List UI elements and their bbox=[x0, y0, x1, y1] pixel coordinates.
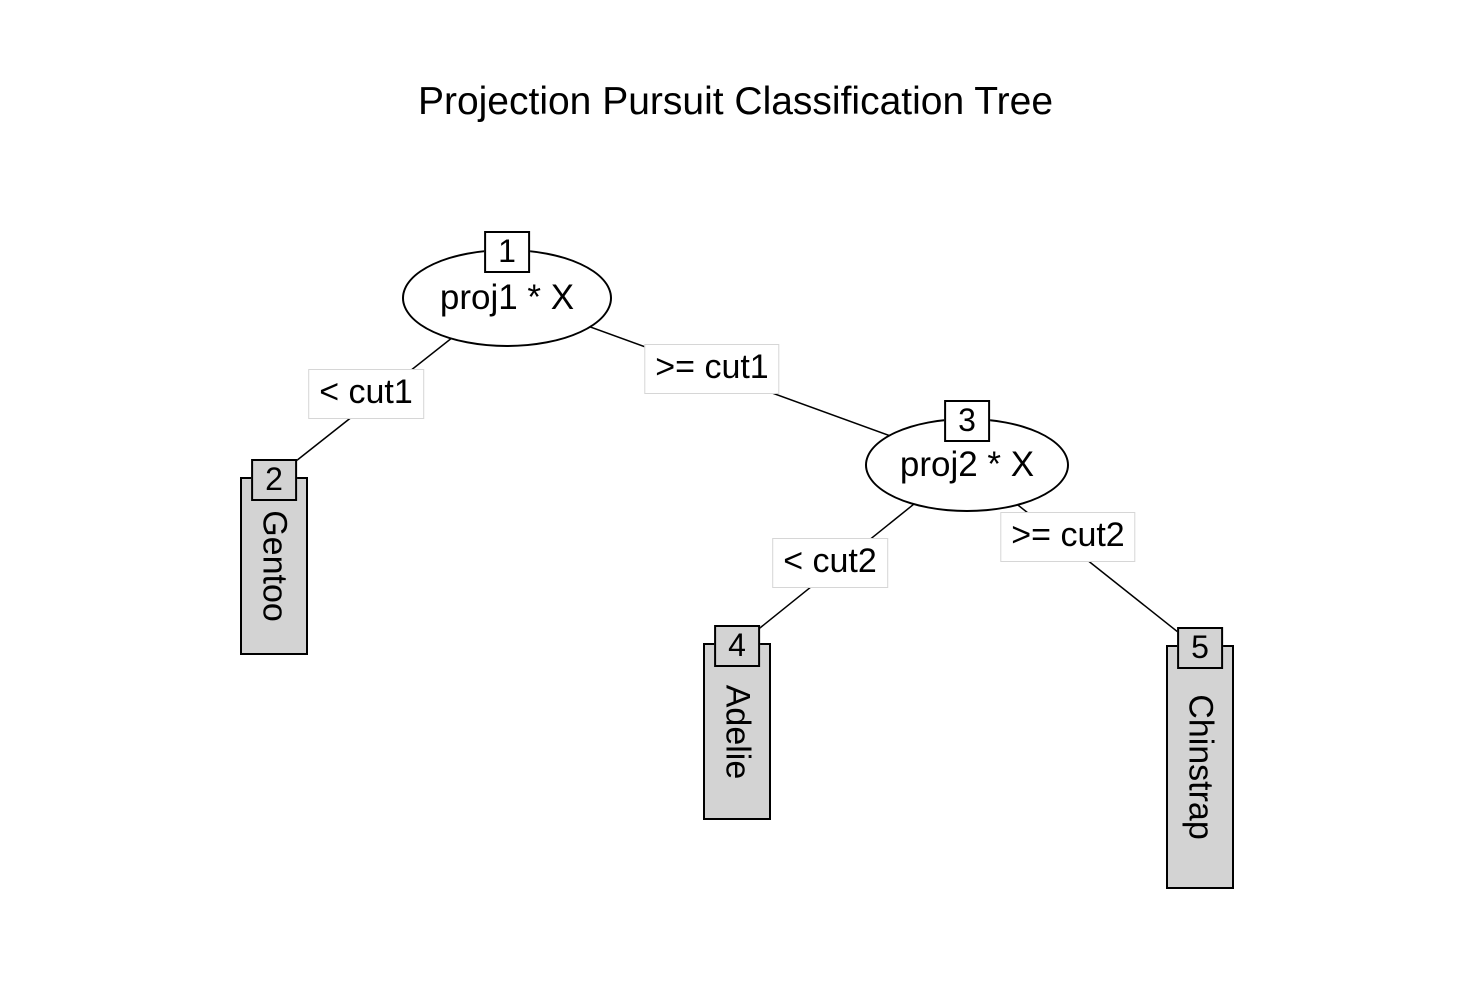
decision-node-3: 3 proj2 * X bbox=[865, 400, 1069, 512]
node-1-label: proj1 * X bbox=[439, 278, 575, 317]
edge-label-ge-cut2: >= cut2 bbox=[1000, 512, 1136, 562]
leaf-node-5: 5 Chinstrap bbox=[1166, 627, 1234, 889]
leaf-5-id-badge: 5 bbox=[1177, 627, 1223, 669]
leaf-4-label: Adelie bbox=[718, 684, 757, 779]
edge-label-ge-cut1: >= cut1 bbox=[644, 344, 780, 394]
edge-label-lt-cut1: < cut1 bbox=[308, 369, 424, 419]
node-3-id-badge: 3 bbox=[944, 400, 990, 442]
leaf-2-id-badge: 2 bbox=[251, 459, 297, 501]
node-3-label: proj2 * X bbox=[899, 445, 1035, 484]
leaf-5-label: Chinstrap bbox=[1181, 694, 1220, 840]
leaf-node-2: 2 Gentoo bbox=[240, 459, 308, 655]
leaf-node-4: 4 Adelie bbox=[703, 625, 771, 820]
plot-title: Projection Pursuit Classification Tree bbox=[417, 80, 1054, 123]
leaf-2-label: Gentoo bbox=[255, 510, 294, 622]
decision-node-1: 1 proj1 * X bbox=[402, 231, 612, 347]
edge-label-lt-cut2: < cut2 bbox=[772, 538, 888, 588]
node-1-id-badge: 1 bbox=[484, 231, 530, 273]
leaf-4-id-badge: 4 bbox=[714, 625, 760, 667]
